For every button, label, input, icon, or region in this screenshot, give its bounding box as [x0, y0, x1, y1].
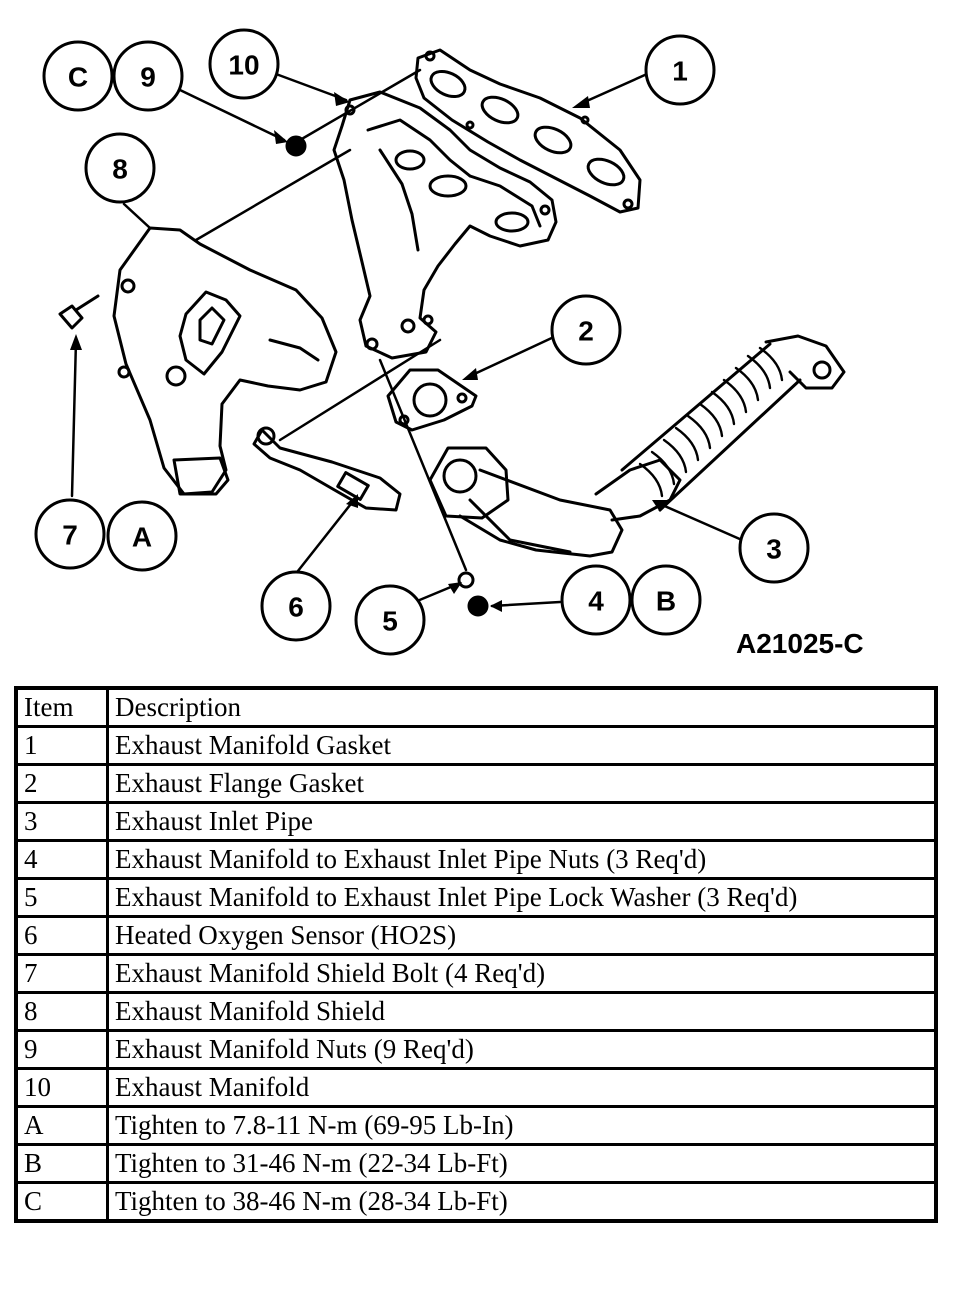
manifold-gasket-shape	[414, 48, 642, 214]
callout-label-3: 3	[766, 534, 782, 565]
flange-gasket-shape	[386, 368, 478, 432]
lock-washer-shape	[457, 571, 475, 589]
item-cell: 1	[14, 725, 109, 766]
callout-circle-c	[42, 40, 114, 112]
manifold-nut-shape	[285, 135, 307, 157]
header-description: Description	[106, 686, 938, 728]
header-item: Item	[14, 686, 109, 728]
description-cell: Exhaust Inlet Pipe	[106, 801, 938, 842]
exhaust-manifold-shape	[332, 90, 558, 360]
description-cell: Exhaust Manifold to Exhaust Inlet Pipe N…	[106, 839, 938, 880]
description-cell: Exhaust Manifold Shield Bolt (4 Req'd)	[106, 953, 938, 994]
description-cell: Heated Oxygen Sensor (HO2S)	[106, 915, 938, 956]
callout-circle-3	[738, 512, 810, 584]
callout-circle-7	[34, 498, 106, 570]
item-cell: 8	[14, 991, 109, 1032]
callout-circle-6	[260, 570, 332, 642]
callout-label-1: 1	[672, 56, 688, 87]
callout-circle-2	[550, 294, 622, 366]
callout-label-9: 9	[140, 62, 156, 93]
oxygen-sensor-shape	[252, 426, 402, 512]
callout-label-4: 4	[588, 586, 604, 617]
callout-label-c: C	[68, 62, 88, 93]
callout-label-b: B	[656, 586, 676, 617]
description-cell: Tighten to 7.8-11 N-m (69-95 Lb-In)	[106, 1105, 938, 1146]
callout-circle-8	[84, 132, 156, 204]
item-cell: 4	[14, 839, 109, 880]
description-cell: Exhaust Manifold Shield	[106, 991, 938, 1032]
callout-circle-1	[644, 34, 716, 106]
item-cell: 7	[14, 953, 109, 994]
inlet-pipe-shape	[428, 334, 846, 558]
description-cell: Exhaust Manifold Nuts (9 Req'd)	[106, 1029, 938, 1070]
manifold-shield-shape	[112, 226, 338, 496]
callout-label-10: 10	[228, 50, 259, 81]
item-cell: 2	[14, 763, 109, 804]
figure-id: A21025-C	[736, 628, 864, 659]
callout-circle-9	[112, 40, 184, 112]
callout-circle-a	[106, 500, 178, 572]
callout-label-8: 8	[112, 154, 128, 185]
callout-label-a: A	[132, 522, 152, 553]
table-header-row: Item Description	[14, 686, 938, 728]
callout-label-7: 7	[62, 520, 78, 551]
callout-circle-b	[630, 564, 702, 636]
description-cell: Exhaust Manifold	[106, 1067, 938, 1108]
callout-circle-5	[354, 584, 426, 656]
shield-bolt-shape	[58, 294, 100, 330]
item-cell: 5	[14, 877, 109, 918]
description-cell: Exhaust Manifold Gasket	[106, 725, 938, 766]
leader-lines	[70, 68, 744, 608]
nut-shape	[467, 595, 489, 617]
callout-circle-10	[208, 28, 280, 100]
description-cell: Exhaust Flange Gasket	[106, 763, 938, 804]
item-cell: 9	[14, 1029, 109, 1070]
callout-label-5: 5	[382, 606, 398, 637]
item-cell: 3	[14, 801, 109, 842]
item-cell: A	[14, 1105, 109, 1146]
callout-circle-4	[560, 564, 632, 636]
exploded-parts-diagram: C 9 10 1 8 2 3 7 A 6 5 4 B	[34, 28, 846, 656]
item-cell: 6	[14, 915, 109, 956]
description-cell: Tighten to 38-46 N-m (28-34 Lb-Ft)	[106, 1181, 938, 1223]
description-cell: Exhaust Manifold to Exhaust Inlet Pipe L…	[106, 877, 938, 918]
description-cell: Tighten to 31-46 N-m (22-34 Lb-Ft)	[106, 1143, 938, 1184]
item-cell: B	[14, 1143, 109, 1184]
item-cell: 10	[14, 1067, 109, 1108]
callout-label-6: 6	[288, 592, 304, 623]
callout-label-2: 2	[578, 316, 594, 347]
item-cell: C	[14, 1181, 109, 1223]
